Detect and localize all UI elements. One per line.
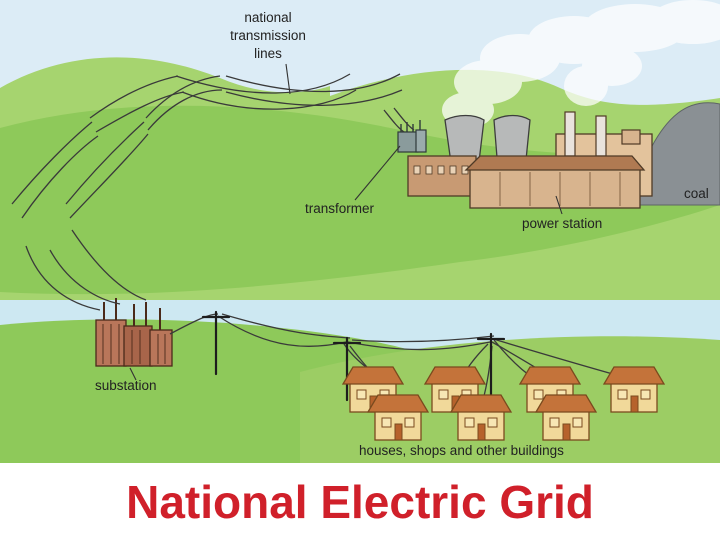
label-transmission-line-3: lines: [254, 46, 282, 61]
label-transmission-line-2: transmission: [230, 28, 306, 43]
power-station: [407, 111, 653, 209]
page-title: National Electric Grid: [126, 476, 594, 528]
main-hill: [0, 105, 720, 295]
leader-power-station: [555, 195, 563, 215]
smoke-plume: [442, 0, 720, 128]
leader-transformer: [354, 145, 401, 201]
label-power-station: power station: [522, 216, 602, 231]
label-transformer: transformer: [305, 201, 375, 216]
station-transformer: [397, 120, 427, 153]
leader-substation: [129, 367, 137, 381]
grid-scene: national transmission lines transformer …: [0, 0, 720, 463]
label-transmission-line-1: national: [244, 10, 291, 25]
substation: [95, 298, 173, 367]
label-buildings: houses, shops and other buildings: [359, 443, 564, 458]
label-substation: substation: [95, 378, 157, 393]
leader-transmission: [285, 63, 291, 95]
label-coal: coal: [684, 186, 709, 201]
